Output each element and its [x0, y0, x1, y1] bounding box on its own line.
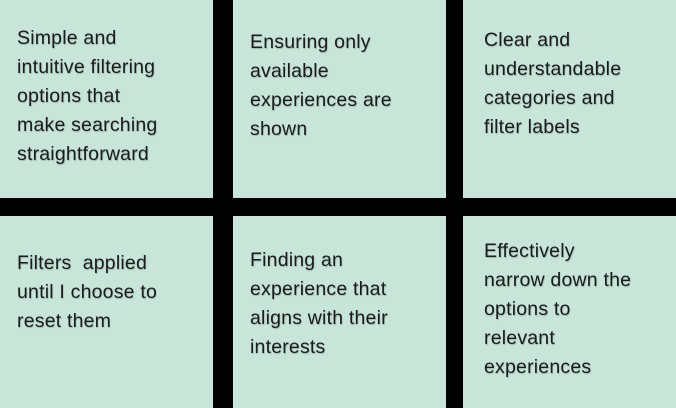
- sticky-note[interactable]: Effectively narrow down the options to r…: [463, 216, 676, 408]
- sticky-note[interactable]: Finding an experience that aligns with t…: [233, 216, 446, 408]
- sticky-note[interactable]: Clear and understandable categories and …: [463, 0, 676, 198]
- sticky-note-text: Ensuring only available experiences are …: [250, 31, 392, 140]
- sticky-note-text: Finding an experience that aligns with t…: [250, 249, 388, 358]
- sticky-note-text: Effectively narrow down the options to r…: [484, 240, 632, 378]
- sticky-note[interactable]: Simple and intuitive filtering options t…: [0, 0, 213, 198]
- sticky-note-text: Filters applied until I choose to reset …: [17, 252, 157, 332]
- sticky-note[interactable]: Filters applied until I choose to reset …: [0, 216, 213, 408]
- sticky-note-text: Clear and understandable categories and …: [484, 29, 622, 138]
- sticky-note[interactable]: Ensuring only available experiences are …: [233, 0, 446, 198]
- sticky-note-text: Simple and intuitive filtering options t…: [17, 27, 158, 165]
